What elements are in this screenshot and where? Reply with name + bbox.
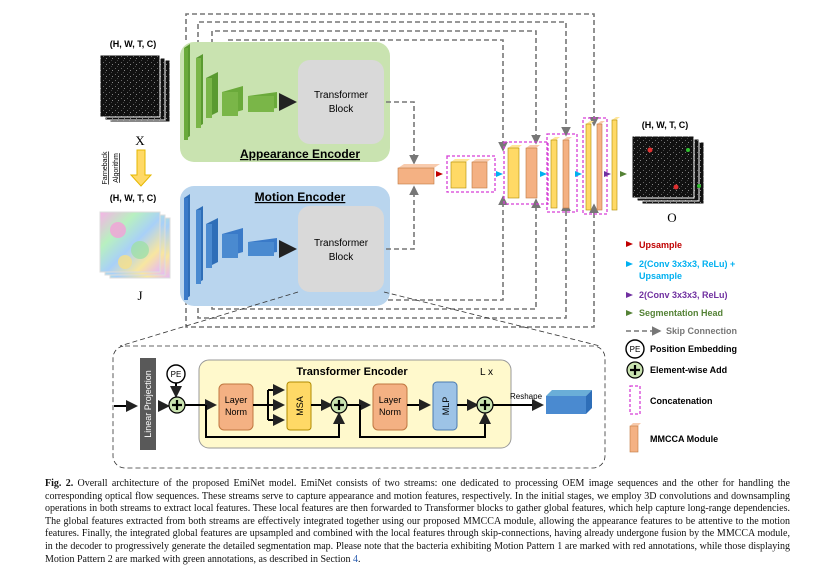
layer-norm-1-l1: Layer [225, 395, 248, 405]
upsample-arrow-1 [436, 171, 443, 177]
caption-text: Overall architecture of the proposed Emi… [45, 478, 790, 565]
layer-norm-1-l2: Norm [225, 407, 247, 417]
legend-conv: 2(Conv 3x3x3, ReLu) [639, 290, 728, 300]
legend-mmcca: MMCCA Module [650, 434, 718, 444]
concat-box-1 [446, 155, 496, 193]
legend-mmcca-icon [629, 425, 639, 453]
concat-box-2 [503, 141, 549, 205]
caption-end: . [357, 553, 361, 565]
legend-seg-head-icon [626, 310, 633, 316]
decoder [397, 117, 627, 215]
layer-norm-2-l2: Norm [379, 407, 401, 417]
transformer-detail: Linear Projection PE Transformer Encoder… [112, 291, 606, 469]
output-image-stack-o [631, 135, 705, 205]
caption-label: Fig. 2. [45, 478, 74, 489]
input-x-label: X [135, 133, 145, 148]
legend-concat-icon [629, 385, 641, 415]
conv-arrow [604, 171, 611, 177]
flow-image-stack-j [99, 211, 171, 279]
input-j-label: J [137, 288, 142, 303]
figure-caption: Fig. 2. Overall architecture of the prop… [45, 478, 790, 566]
flow-algo-label-1: Farneback [102, 151, 109, 185]
mlp-label: MLP [441, 397, 451, 416]
legend-upsample: Upsample [639, 240, 682, 250]
lx-label: L x [480, 367, 493, 378]
motion-encoder-title: Motion Encoder [255, 190, 346, 204]
appearance-transformer-block [298, 60, 384, 144]
msa-label: MSA [295, 396, 305, 416]
appearance-transformer-label-2: Block [329, 104, 354, 115]
legend-conv-up-1: 2(Conv 3x3x3, ReLu) + [639, 259, 735, 269]
mmcca-block-1 [397, 167, 435, 185]
architecture-diagram: (H, W, T, C) X Farneback Algorithm (H, W… [99, 13, 737, 469]
legend: Upsample 2(Conv 3x3x3, ReLu) + Upsample … [625, 240, 737, 453]
linear-projection-label: Linear Projection [143, 370, 153, 438]
motion-transformer-label-1: Transformer [314, 238, 369, 249]
motion-to-mmcca [386, 185, 419, 250]
legend-pe-icon-label: PE [630, 345, 641, 354]
input-image-stack-x [99, 54, 171, 123]
appearance-to-mmcca [386, 101, 419, 165]
concat-box-3 [546, 133, 578, 213]
legend-upsample-icon [626, 241, 633, 247]
legend-conv-icon [626, 292, 633, 298]
layer-norm-2 [372, 383, 408, 431]
legend-conv-up-icon [626, 261, 633, 267]
motion-transformer-block [298, 206, 384, 292]
legend-skip: Skip Connection [666, 326, 737, 336]
concat-box-4 [582, 117, 608, 215]
dim-label-o: (H, W, T, C) [642, 120, 689, 130]
transformer-encoder-title: Transformer Encoder [296, 366, 408, 378]
appearance-transformer-label-1: Transformer [314, 90, 369, 101]
motion-transformer-label-2: Block [329, 252, 354, 263]
layer-norm-1 [218, 383, 254, 431]
dim-label-j: (H, W, T, C) [110, 193, 157, 203]
transformer-detail-frame [112, 345, 606, 469]
farneback-arrow [129, 149, 153, 187]
reshape-label: Reshape [510, 392, 543, 401]
motion-conv-blocks [184, 194, 277, 300]
legend-pe-icon [625, 339, 645, 359]
appearance-conv-blocks [184, 44, 277, 140]
legend-seg-head: Segmentation Head [639, 308, 723, 318]
legend-concat: Concatenation [650, 396, 713, 406]
legend-add: Element-wise Add [650, 365, 727, 375]
conv-up-arrow-2 [540, 171, 547, 177]
seg-head-arrow [620, 171, 627, 177]
reshape-output-block [546, 396, 586, 414]
pe-node-label: PE [171, 370, 182, 379]
section-link[interactable]: 4 [352, 553, 358, 565]
linear-projection-block [140, 358, 156, 450]
layer-norm-2-l1: Layer [379, 395, 402, 405]
flow-algo-label-2: Algorithm [113, 153, 120, 183]
appearance-encoder-title: Appearance Encoder [240, 147, 360, 161]
output-o-label: O [667, 210, 676, 225]
dim-label-x: (H, W, T, C) [110, 39, 157, 49]
conv-up-arrow-3 [575, 171, 582, 177]
legend-pe: Position Embedding [650, 344, 737, 354]
legend-conv-up-2: Upsample [639, 271, 682, 281]
conv-up-arrow-1 [496, 171, 503, 177]
